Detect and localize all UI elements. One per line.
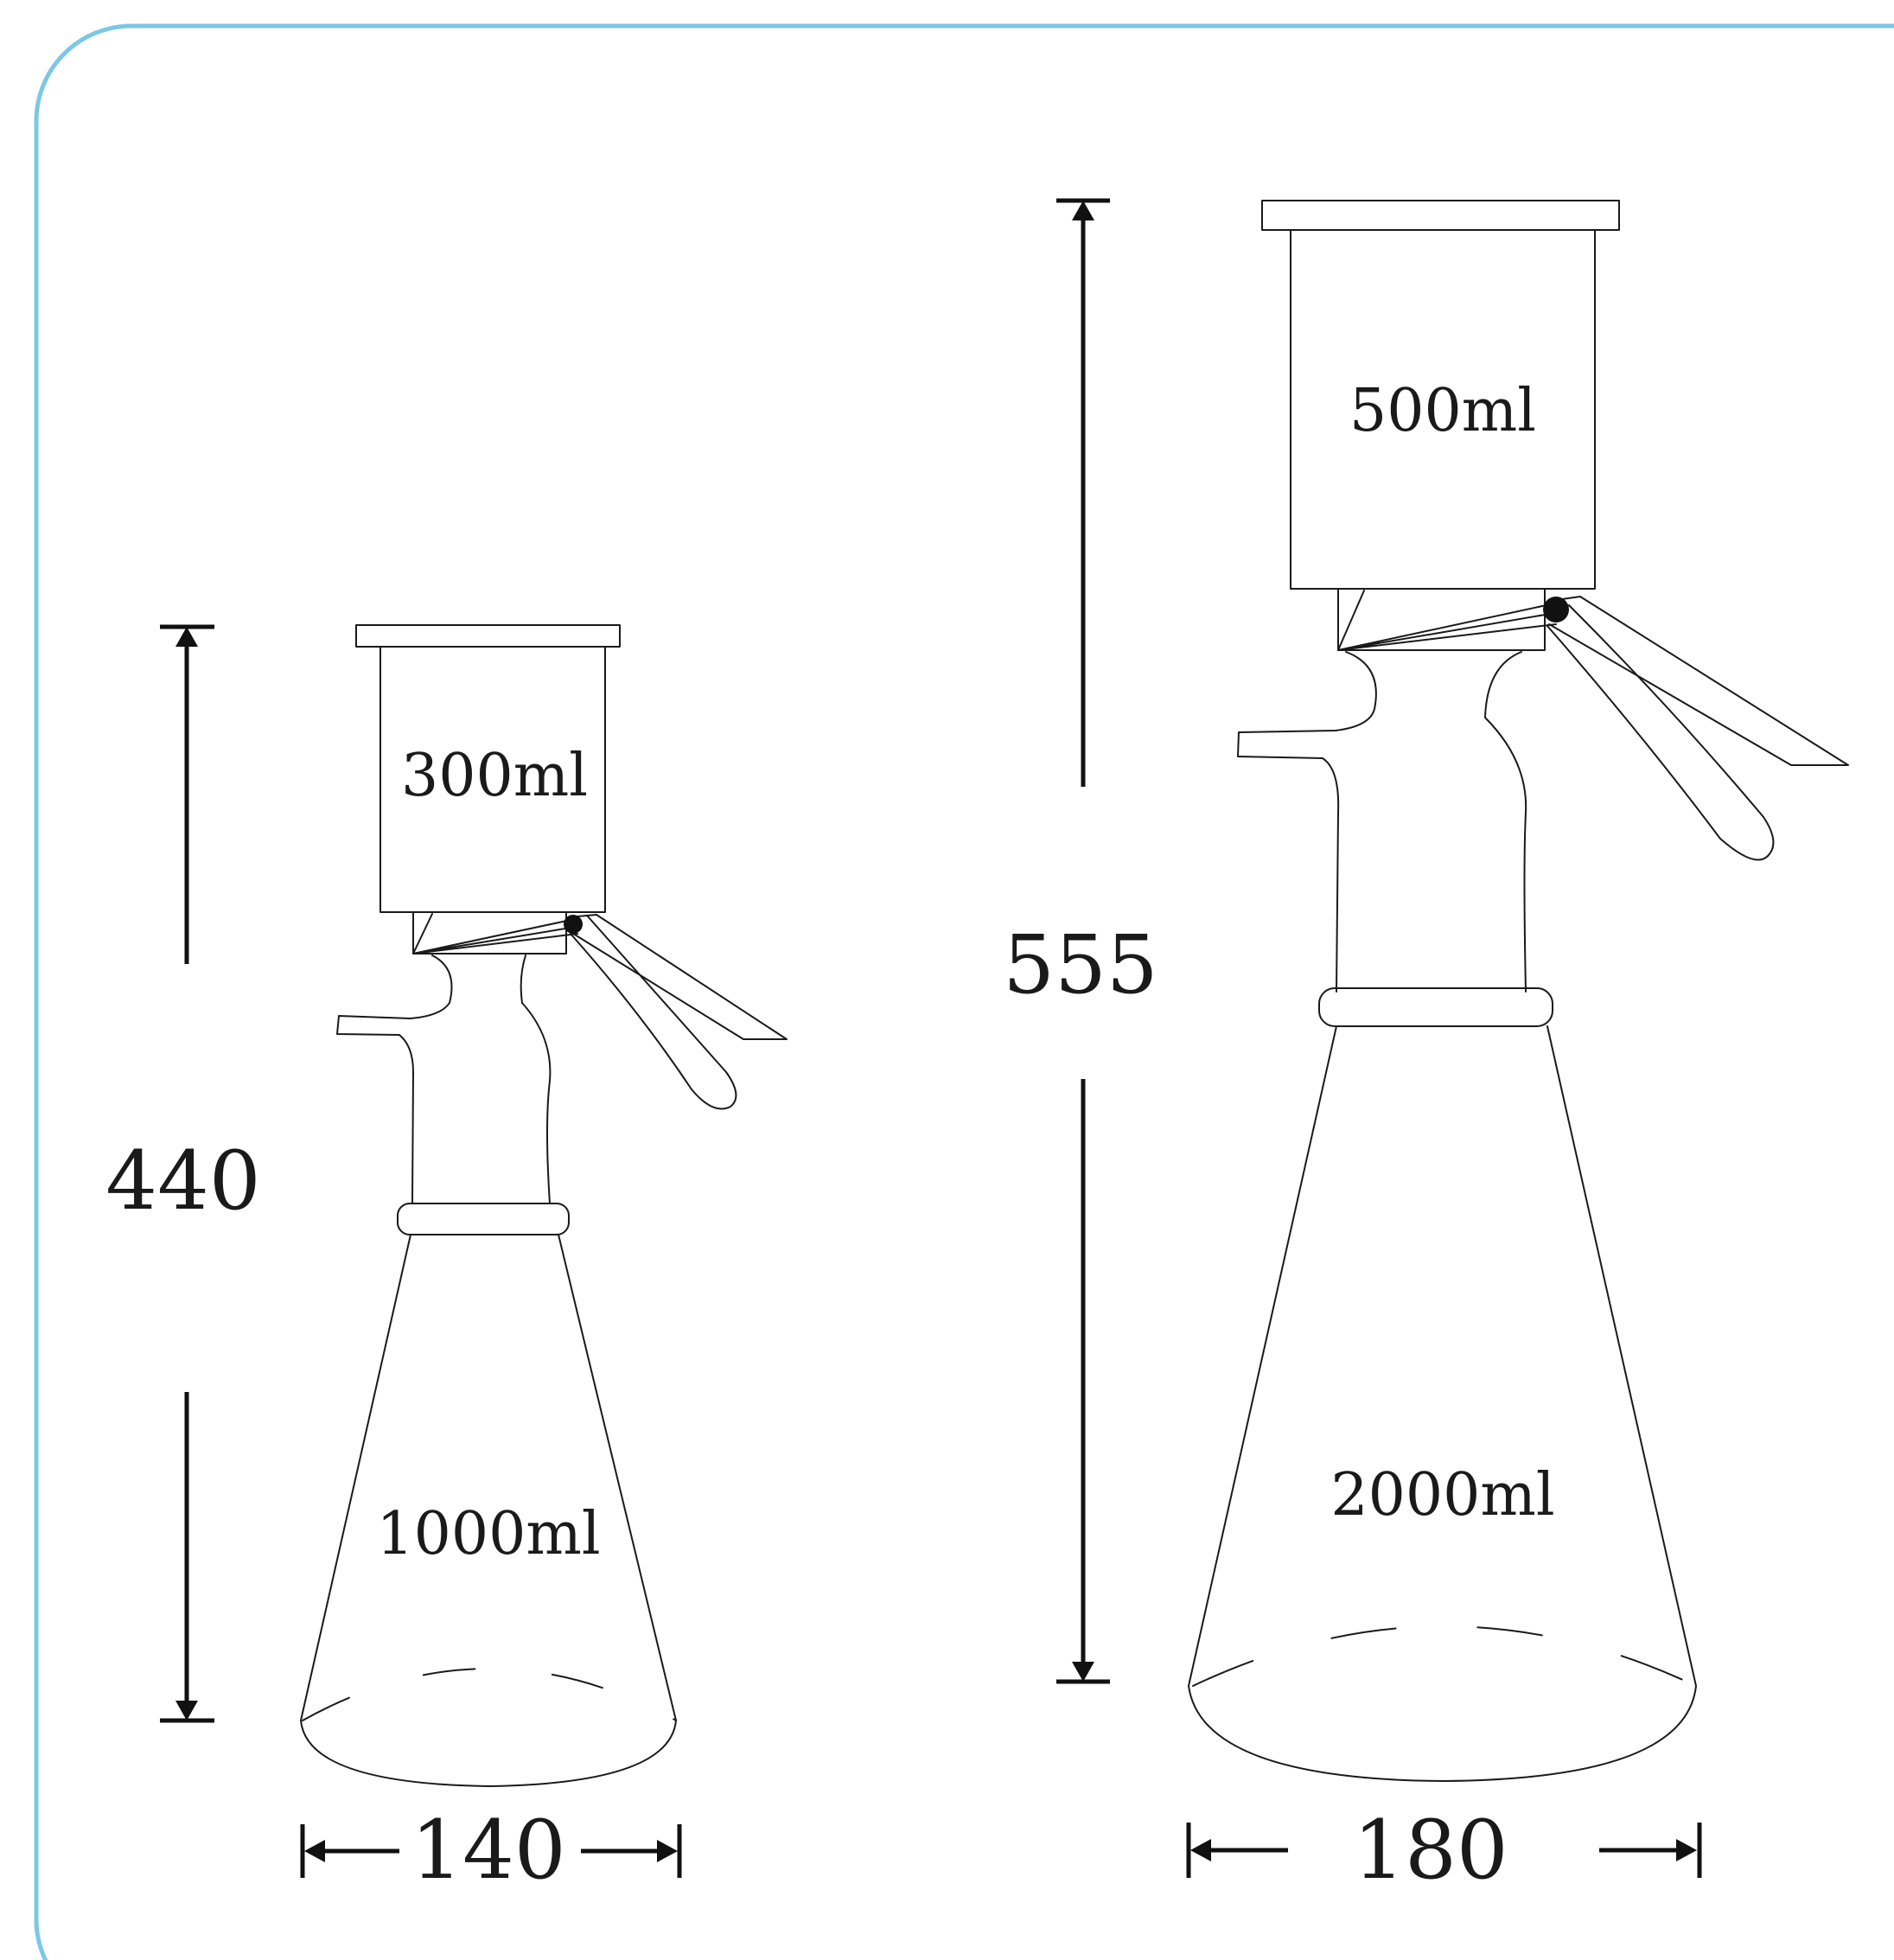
left-clamp-handle-upper (570, 914, 788, 1040)
right-flask-capacity: 2000ml (1330, 1461, 1554, 1529)
right-funnel-capacity: 500ml (1349, 377, 1536, 445)
right-flask-base-hidden-edge (1192, 1625, 1697, 1687)
right-filter-unit: 500ml 2000ml (1188, 200, 1849, 1782)
left-clamp-pivot (564, 915, 583, 934)
left-flask-body (300, 1234, 677, 1787)
left-flask-base-hidden-edge (302, 1668, 677, 1721)
right-flask-neck (1237, 651, 1527, 993)
right-funnel-lid (1261, 200, 1620, 231)
left-flask-neck (336, 954, 552, 1204)
right-width-dimension: 180 (1186, 1804, 1702, 1898)
left-filter-unit: 300ml 1000ml (300, 624, 788, 1787)
left-clamp-handle-lower (570, 916, 737, 1110)
left-neck-ring (397, 1203, 570, 1235)
diagram-frame (34, 23, 1894, 1960)
right-neck-ring (1318, 987, 1553, 1027)
left-clamp-wedges (412, 913, 578, 954)
left-flask-capacity: 1000ml (376, 1500, 600, 1568)
left-width-dimension: 140 (300, 1804, 682, 1898)
left-width-value: 140 (411, 1804, 565, 1898)
right-clamp-handle-lower (1546, 604, 1775, 861)
left-height-dimension: 440 (105, 624, 261, 1723)
right-clamp-handle-upper (1548, 596, 1849, 766)
right-clamp-wedges (1337, 590, 1557, 651)
right-height-dimension: 555 (1003, 198, 1158, 1684)
right-flask-body (1188, 1025, 1697, 1782)
left-clamp-body (412, 911, 567, 954)
right-clamp-body (1337, 588, 1546, 651)
left-funnel-capacity: 300ml (401, 742, 588, 810)
left-height-value: 440 (105, 1134, 260, 1229)
right-clamp-pivot (1543, 597, 1569, 622)
right-width-value: 180 (1353, 1804, 1508, 1898)
left-funnel-lid (355, 624, 621, 648)
right-height-value: 555 (1003, 918, 1157, 1012)
